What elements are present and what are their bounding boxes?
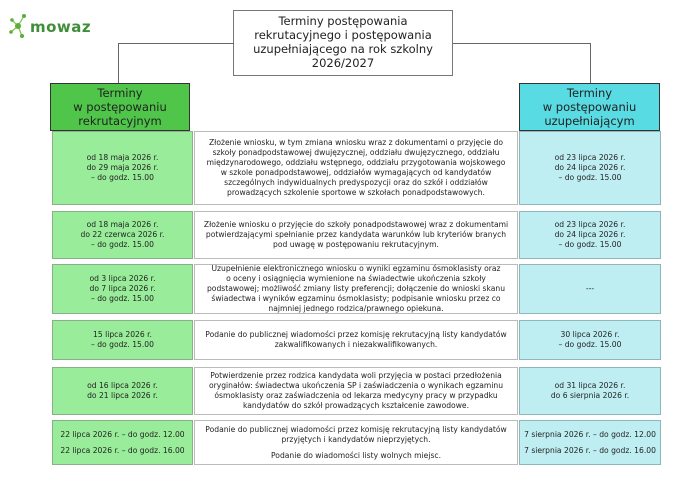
date-line: od 31 lipca 2026 r. (554, 381, 626, 390)
description-line: zakwalifikowanych i niezakwalifikowanych… (274, 340, 438, 349)
schedule-row-3: od 3 lipca 2026 r. do 7 lipca 2026 r. – … (52, 264, 661, 314)
header-line: w postępowaniu (73, 100, 167, 114)
date-line: do 29 maja 2026 r. (86, 163, 159, 172)
header-line: uzupełniającym (544, 114, 635, 128)
description-line: prowadzących szkolenie sportowe w szkoła… (227, 188, 485, 197)
step-description: Złożenie wniosku o przyjęcie do szkoły p… (194, 211, 518, 259)
header-supplementary: Terminy w postępowaniu uzupełniającym (519, 83, 660, 131)
schedule-row-6: 22 lipca 2026 r. – do godz. 12.00 22 lip… (52, 420, 661, 465)
date-line: – do godz. 15.00 (91, 173, 154, 182)
date-line: 30 lipca 2026 r. (560, 330, 620, 339)
connector-right (453, 43, 591, 84)
date-line: do 22 czerwca 2026 r. (80, 230, 165, 239)
date-line: od 18 maja 2026 r. (86, 220, 159, 229)
recruitment-date: od 16 lipca 2026 r. do 21 lipca 2026 r. (52, 367, 193, 415)
recruitment-date: od 18 maja 2026 r. do 22 czerwca 2026 r.… (52, 211, 193, 259)
supplementary-date: 30 lipca 2026 r. – do godz. 15.00 (519, 320, 661, 360)
description-line: ósmoklasisty oraz zaświadczenia od lekar… (214, 391, 498, 400)
title-line: uzupełniającego na rok szkolny (253, 42, 433, 56)
step-description: Uzupełnienie elektronicznego wniosku o w… (194, 264, 518, 314)
step-description: Złożenie wniosku, w tym zmiana wniosku w… (194, 131, 518, 205)
date-line: od 23 lipca 2026 r. (554, 220, 626, 229)
description-line: podstawowej; możliwość zmiany listy pref… (206, 284, 506, 293)
step-description: Podanie do publicznej wiadomości przez k… (194, 420, 518, 465)
title-line: Terminy postępowania (278, 14, 408, 28)
description-line: Podanie do publicznej wiadomości przez k… (205, 424, 507, 434)
description-line: w szkole ponadpodstawowej, oddziałów wym… (220, 168, 492, 177)
supplementary-date: 7 sierpnia 2026 r. – do godz. 12.00 7 si… (519, 420, 661, 465)
header-line: w postępowaniu (542, 100, 637, 114)
description-line: Uzupełnienie elektronicznego wniosku o w… (211, 264, 501, 273)
recruitment-date: 22 lipca 2026 r. – do godz. 12.00 22 lip… (52, 420, 193, 465)
description-line: najmniej jednego rodzica/prawnego opieku… (268, 304, 444, 313)
logo-network-icon (9, 14, 26, 38)
step-description: Podanie do publicznej wiadomości przez k… (194, 320, 518, 360)
logo-text: mowaz (30, 18, 92, 36)
description-line: pod uwagę w postępowaniu rekrutacyjnym. (273, 240, 439, 249)
date-line: 7 sierpnia 2026 r. – do godz. 12.00 (524, 429, 656, 439)
date-line: – do godz. 15.00 (558, 340, 622, 349)
date-line: do 24 lipca 2026 r. (554, 230, 626, 239)
header-line: Terminy (97, 86, 143, 100)
date-line: – do godz. 15.00 (91, 340, 154, 349)
description-line: międzynarodowego, oddziału wstępnego, od… (206, 158, 506, 167)
description-line: potwierdzającymi spełnianie przez kandyd… (205, 230, 507, 239)
description-line: Złożenie wniosku, w tym zmiana wniosku w… (208, 138, 504, 147)
schedule-row-4: 15 lipca 2026 r. – do godz. 15.00 Podani… (52, 320, 661, 360)
date-line: od 18 maja 2026 r. (86, 153, 159, 162)
description-line: Potwierdzenie przez rodzica kandydata wo… (210, 371, 502, 380)
date-line: od 3 lipca 2026 r. (89, 274, 156, 283)
supplementary-date: od 23 lipca 2026 r. do 24 lipca 2026 r. … (519, 131, 661, 205)
date-line: 22 lipca 2026 r. – do godz. 16.00 (60, 445, 185, 455)
date-line: – do godz. 15.00 (558, 240, 622, 249)
date-line: – do godz. 15.00 (91, 240, 154, 249)
connector-left (118, 43, 234, 84)
date-line: od 16 lipca 2026 r. (87, 381, 158, 390)
step-description: Potwierdzenie przez rodzica kandydata wo… (194, 367, 518, 415)
date-line: od 23 lipca 2026 r. (554, 153, 626, 162)
description-line: Podanie do wiadomości listy wolnych miej… (270, 450, 442, 460)
description-line: Podanie do publicznej wiadomości przez k… (205, 330, 507, 339)
schedule-row-2: od 18 maja 2026 r. do 22 czerwca 2026 r.… (52, 211, 661, 259)
description-line: świadectwa i wyników egzaminu ósmoklasis… (211, 294, 501, 303)
date-line: --- (585, 284, 595, 293)
supplementary-date: od 23 lipca 2026 r. do 24 lipca 2026 r. … (519, 211, 661, 259)
description-line: oryginałów: świadectwa ukończenia SP i z… (208, 381, 504, 390)
date-line: do 21 lipca 2026 r. (87, 391, 158, 400)
date-line: 22 lipca 2026 r. – do godz. 12.00 (60, 429, 185, 439)
date-line: do 24 lipca 2026 r. (554, 163, 626, 172)
date-line: – do godz. 15.00 (558, 173, 622, 182)
description-line: szkoły ponadpodstawowej dwujęzycznej, od… (212, 148, 500, 157)
supplementary-date: --- (519, 264, 661, 314)
schedule-row-1: od 18 maja 2026 r. do 29 maja 2026 r. – … (52, 131, 661, 205)
header-line: rekrutacyjnym (78, 114, 162, 128)
title-line: 2026/2027 (311, 56, 375, 70)
description-line: Złożenie wniosku o przyjęcie do szkoły p… (203, 220, 509, 229)
supplementary-date: od 31 lipca 2026 r. do 6 sierpnia 2026 r… (519, 367, 661, 415)
header-line: Terminy (566, 86, 613, 100)
title-line: rekrutacyjnego i postępowania (254, 28, 432, 42)
recruitment-date: od 3 lipca 2026 r. do 7 lipca 2026 r. – … (52, 264, 193, 314)
description-line: kandydatów do szkół prowadzących kształc… (243, 401, 469, 410)
date-line: do 7 lipca 2026 r. (89, 284, 156, 293)
date-line: – do godz. 15.00 (91, 294, 154, 303)
date-line: do 6 sierpnia 2026 r. (550, 391, 630, 400)
recruitment-date: 15 lipca 2026 r. – do godz. 15.00 (52, 320, 193, 360)
description-line: przyjętych i kandydatów nieprzyjętych. (281, 434, 431, 444)
schedule-row-5: od 16 lipca 2026 r. do 21 lipca 2026 r. … (52, 367, 661, 415)
date-line: 7 sierpnia 2026 r. – do godz. 16.00 (524, 445, 656, 455)
mowaz-logo: mowaz (8, 6, 91, 46)
header-recruitment: Terminy w postępowaniu rekrutacyjnym (50, 83, 190, 131)
description-line: o oceny i osiągnięcia wymienione na świa… (226, 274, 486, 283)
recruitment-date: od 18 maja 2026 r. do 29 maja 2026 r. – … (52, 131, 193, 205)
page-title: Terminy postępowania rekrutacyjnego i po… (233, 10, 453, 76)
description-line: szczególnych indywidualnych predyspozycj… (224, 178, 488, 187)
date-line: 15 lipca 2026 r. (93, 330, 152, 339)
